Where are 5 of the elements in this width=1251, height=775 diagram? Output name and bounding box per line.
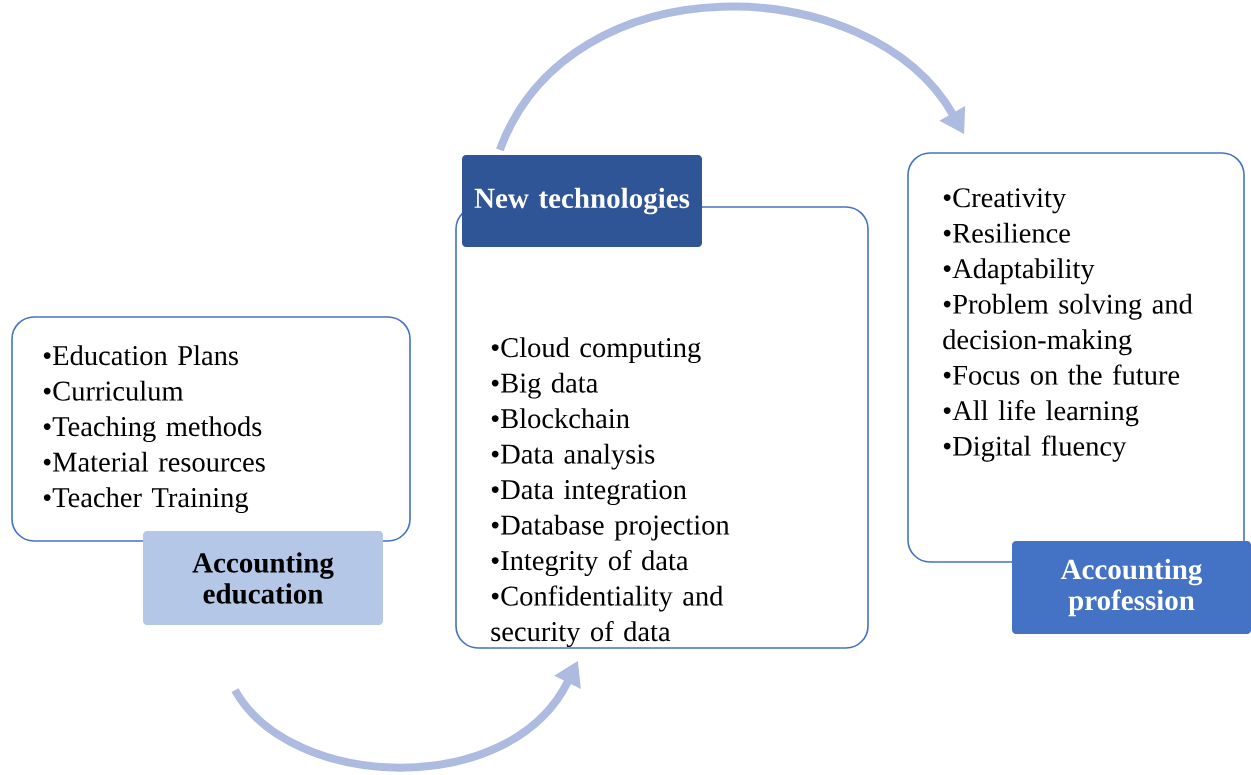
label-box: Accounting education (143, 531, 383, 625)
list-box: •Education Plans •Curriculum •Teaching methods •Material resources •Teacher Training (11, 316, 411, 542)
curved-arrow (496, 2, 966, 152)
label-box: Accounting profession (1012, 541, 1251, 634)
label-box: New technologies (462, 155, 702, 247)
